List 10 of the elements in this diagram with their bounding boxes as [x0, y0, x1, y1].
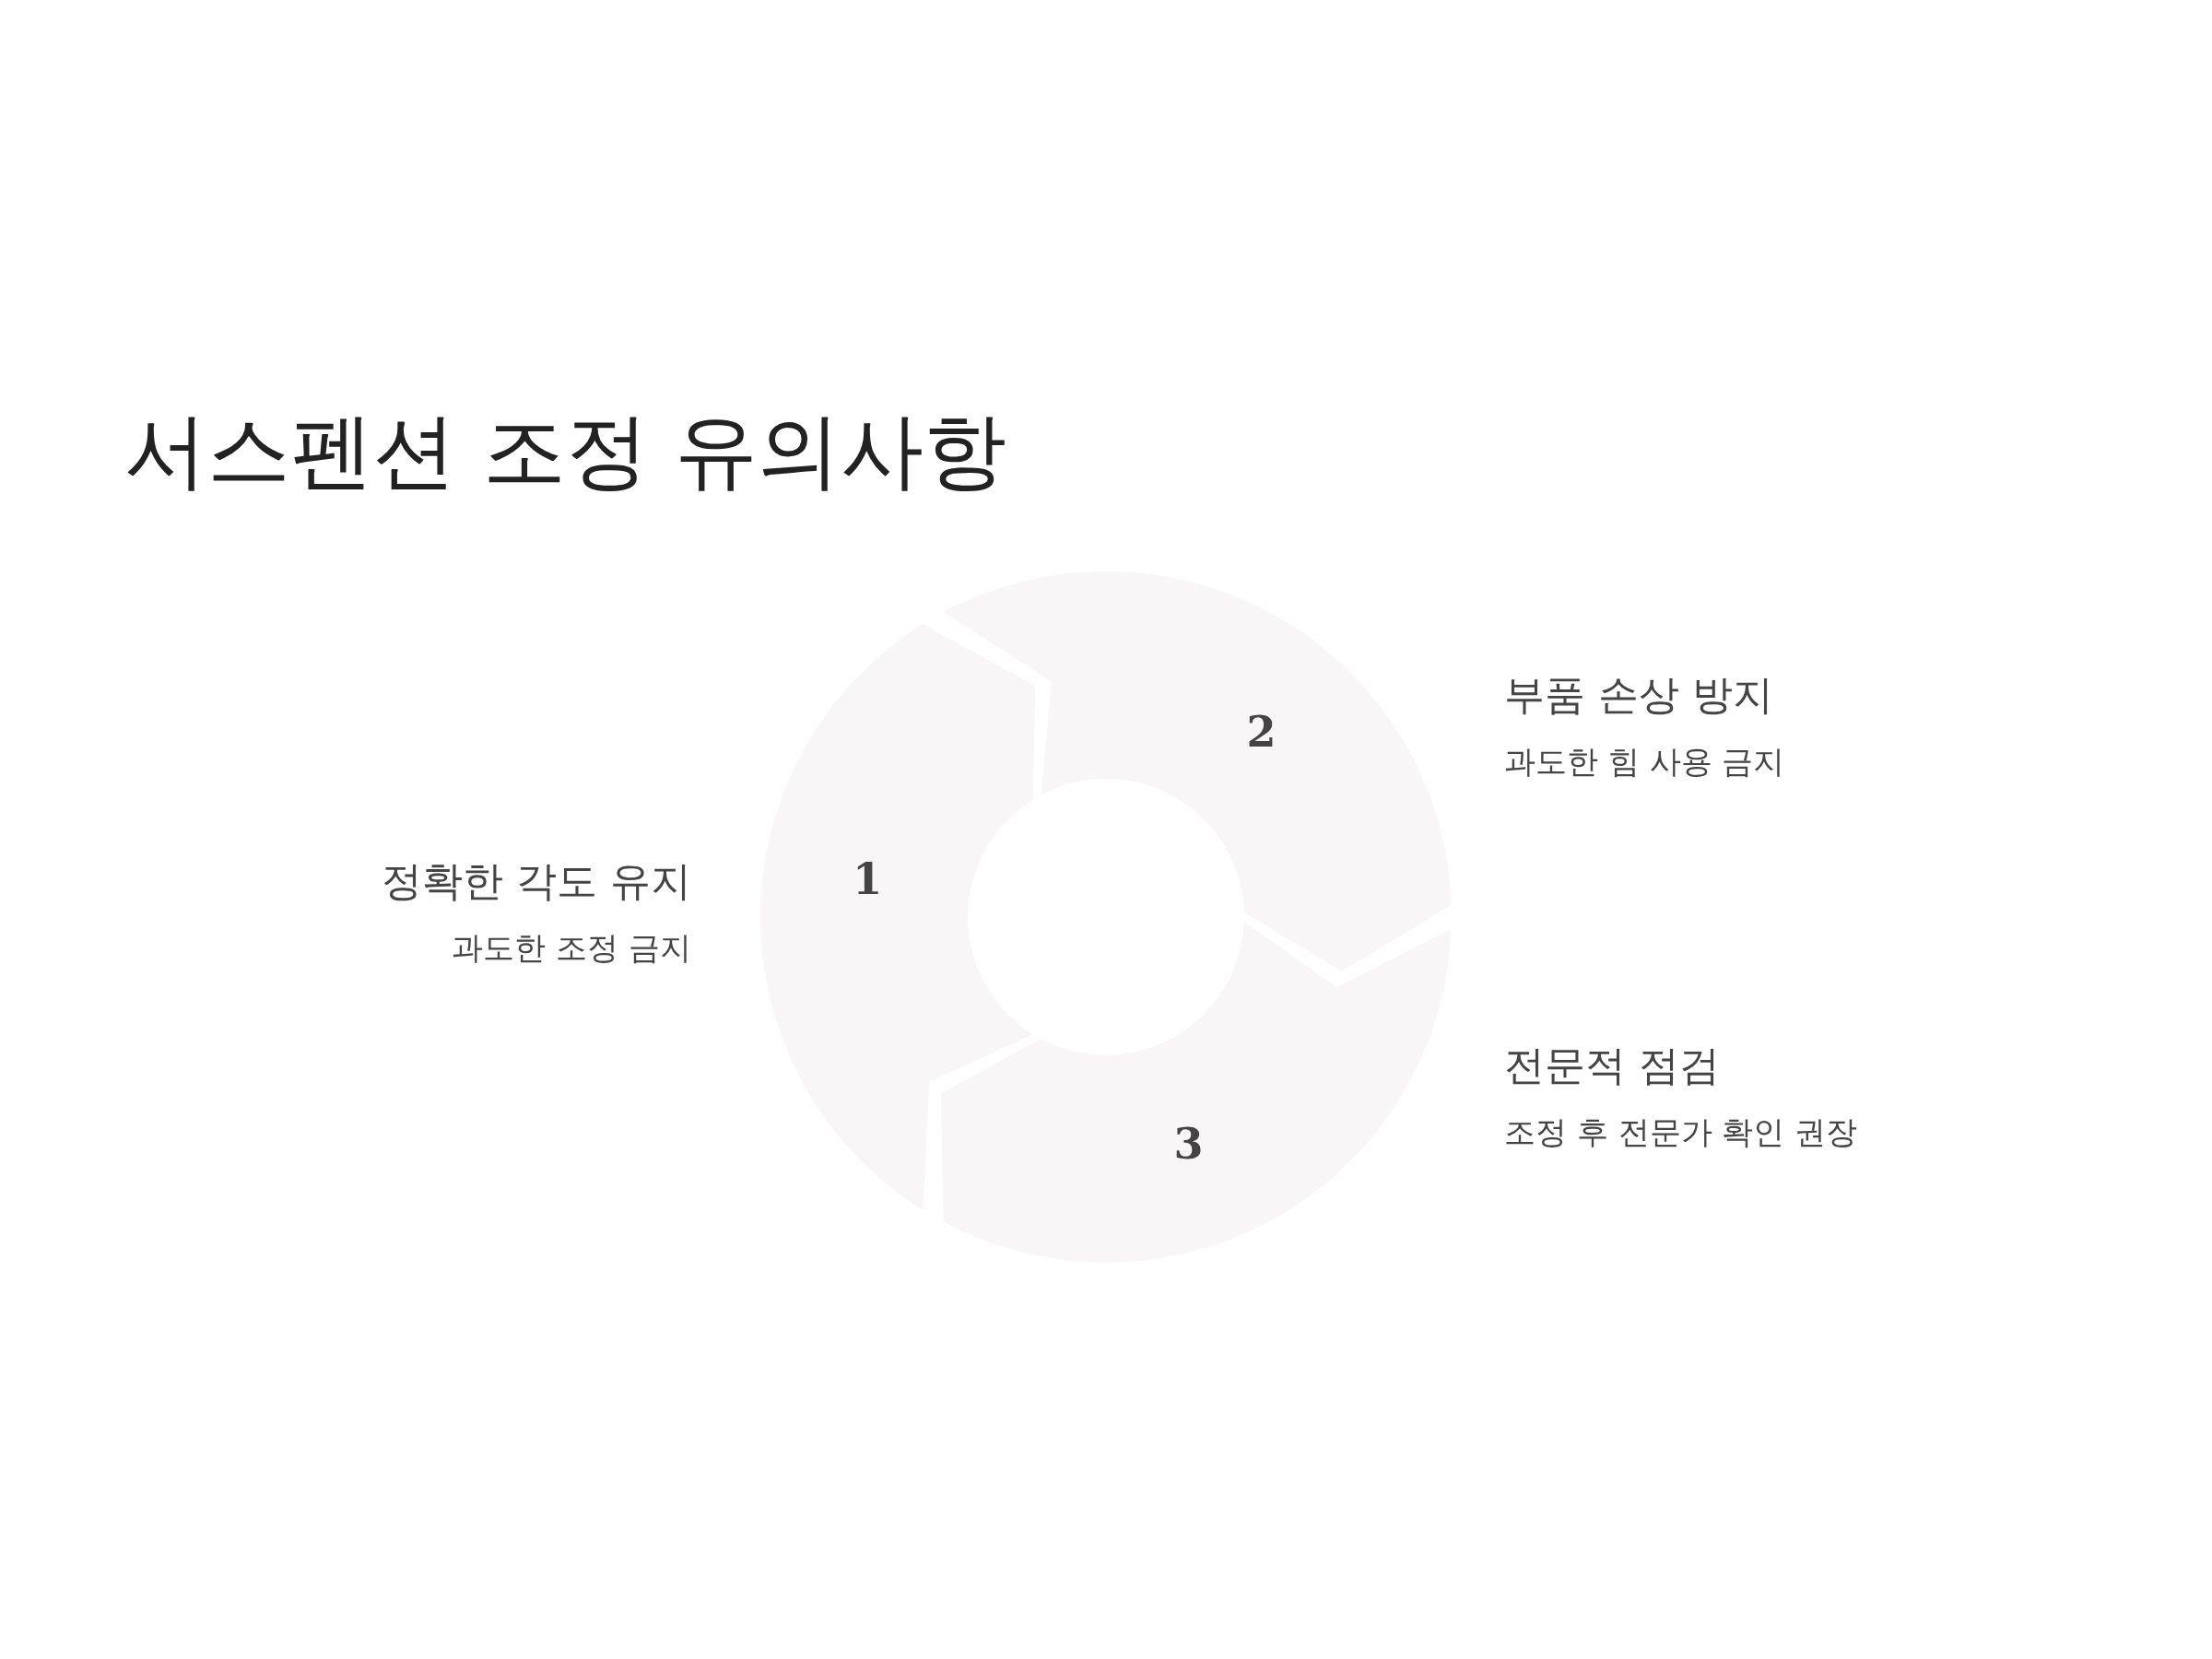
step-description: 과도한 힘 사용 금지: [1504, 743, 1785, 781]
step-heading: 전문적 점검: [1504, 1041, 1720, 1090]
step-description: 과도한 조정 금지: [452, 929, 691, 967]
step-number: 1: [853, 858, 883, 900]
step-heading: 정확한 각도 유지: [382, 857, 691, 906]
step-heading: 부품 손상 방지: [1504, 671, 1773, 720]
step-description: 조정 후 전문가 확인 권장: [1504, 1113, 1858, 1151]
title: 서스펜션 조정 유의사항: [124, 401, 1007, 500]
step-number: 3: [1173, 1123, 1204, 1166]
step-number: 2: [1246, 711, 1277, 754]
